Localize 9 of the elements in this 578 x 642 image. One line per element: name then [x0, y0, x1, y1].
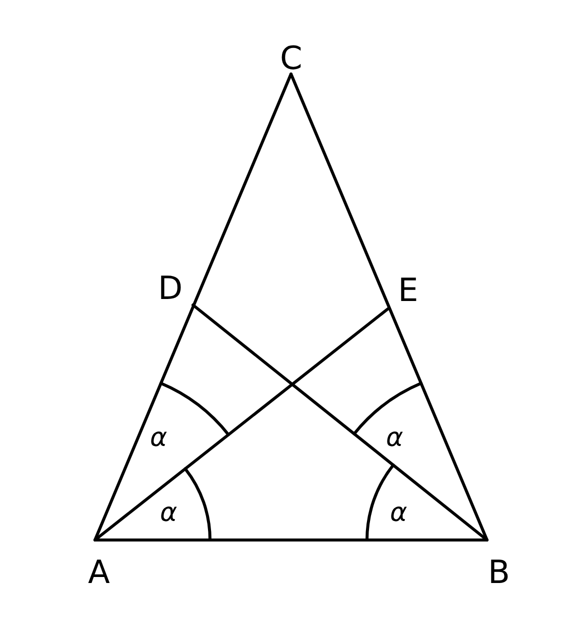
point-label: C	[280, 42, 302, 74]
point-label: B	[488, 556, 510, 588]
point-label: A	[88, 556, 110, 588]
point-label: D	[158, 272, 183, 304]
angle-label: α	[150, 425, 168, 451]
angle-label: α	[160, 500, 178, 526]
angle-label: α	[386, 425, 404, 451]
angle-label: α	[390, 500, 408, 526]
point-label: E	[398, 274, 418, 306]
